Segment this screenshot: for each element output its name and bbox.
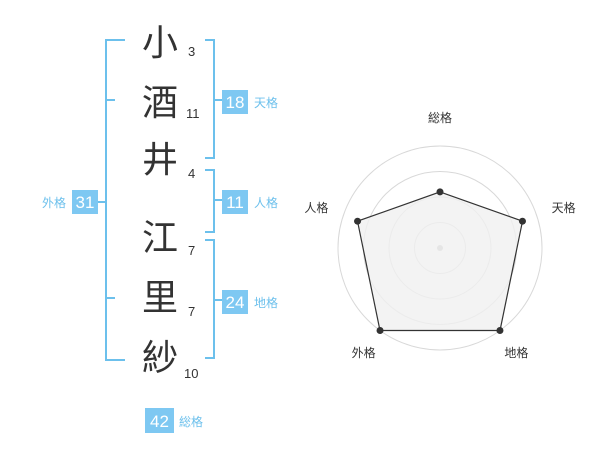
jinkaku-bracket bbox=[205, 169, 222, 233]
stroke-count-2: 11 bbox=[186, 106, 200, 121]
jinkaku-value: 11 bbox=[226, 193, 244, 212]
radar-point bbox=[376, 327, 384, 335]
radar-axis-label: 人格 bbox=[304, 200, 328, 215]
name-char-2: 酒 bbox=[142, 83, 178, 124]
radar-axis-label: 総格 bbox=[428, 110, 452, 125]
radar-series bbox=[354, 188, 526, 335]
gaikaku-label: 外格 bbox=[42, 195, 66, 210]
stroke-count-6: 10 bbox=[184, 366, 198, 381]
radar-axis-label: 地格 bbox=[504, 345, 528, 360]
jinkaku-label: 人格 bbox=[254, 195, 278, 210]
stroke-count-5: 7 bbox=[188, 304, 195, 319]
tenkaku-bracket bbox=[205, 39, 222, 159]
name-char-4: 江 bbox=[142, 218, 178, 259]
radar-ring bbox=[337, 145, 543, 351]
stroke-count-1: 3 bbox=[188, 44, 195, 59]
gaikaku-badge bbox=[72, 190, 98, 214]
name-char-3: 井 bbox=[142, 140, 178, 181]
chikaku-value: 24 bbox=[226, 293, 245, 312]
soukaku-value: 42 bbox=[150, 412, 169, 431]
radar-axis-label: 天格 bbox=[552, 200, 576, 215]
tenkaku-label: 天格 bbox=[254, 95, 278, 110]
radar-point bbox=[354, 217, 362, 225]
name-char-5: 里 bbox=[142, 278, 178, 319]
chikaku-bracket bbox=[205, 239, 222, 359]
radar-point bbox=[496, 327, 504, 335]
jinkaku-badge bbox=[222, 190, 248, 214]
chikaku-label: 地格 bbox=[254, 295, 278, 310]
name-char-1: 小 bbox=[142, 23, 178, 64]
soukaku-badge bbox=[145, 408, 174, 433]
stroke-count-3: 4 bbox=[188, 166, 195, 181]
radar-polygon bbox=[356, 191, 524, 332]
soukaku-label: 総格 bbox=[179, 414, 203, 429]
gaikaku-value: 31 bbox=[76, 193, 95, 212]
stroke-count-4: 7 bbox=[188, 243, 195, 258]
radar-point bbox=[436, 188, 444, 196]
tenkaku-value: 18 bbox=[226, 93, 245, 112]
tenkaku-badge bbox=[222, 90, 248, 114]
name-char-6: 紗 bbox=[142, 338, 178, 379]
chikaku-badge bbox=[222, 290, 248, 314]
gaikaku-bracket bbox=[96, 39, 125, 361]
radar-point bbox=[518, 217, 526, 225]
radar-axis-label: 外格 bbox=[352, 345, 376, 360]
